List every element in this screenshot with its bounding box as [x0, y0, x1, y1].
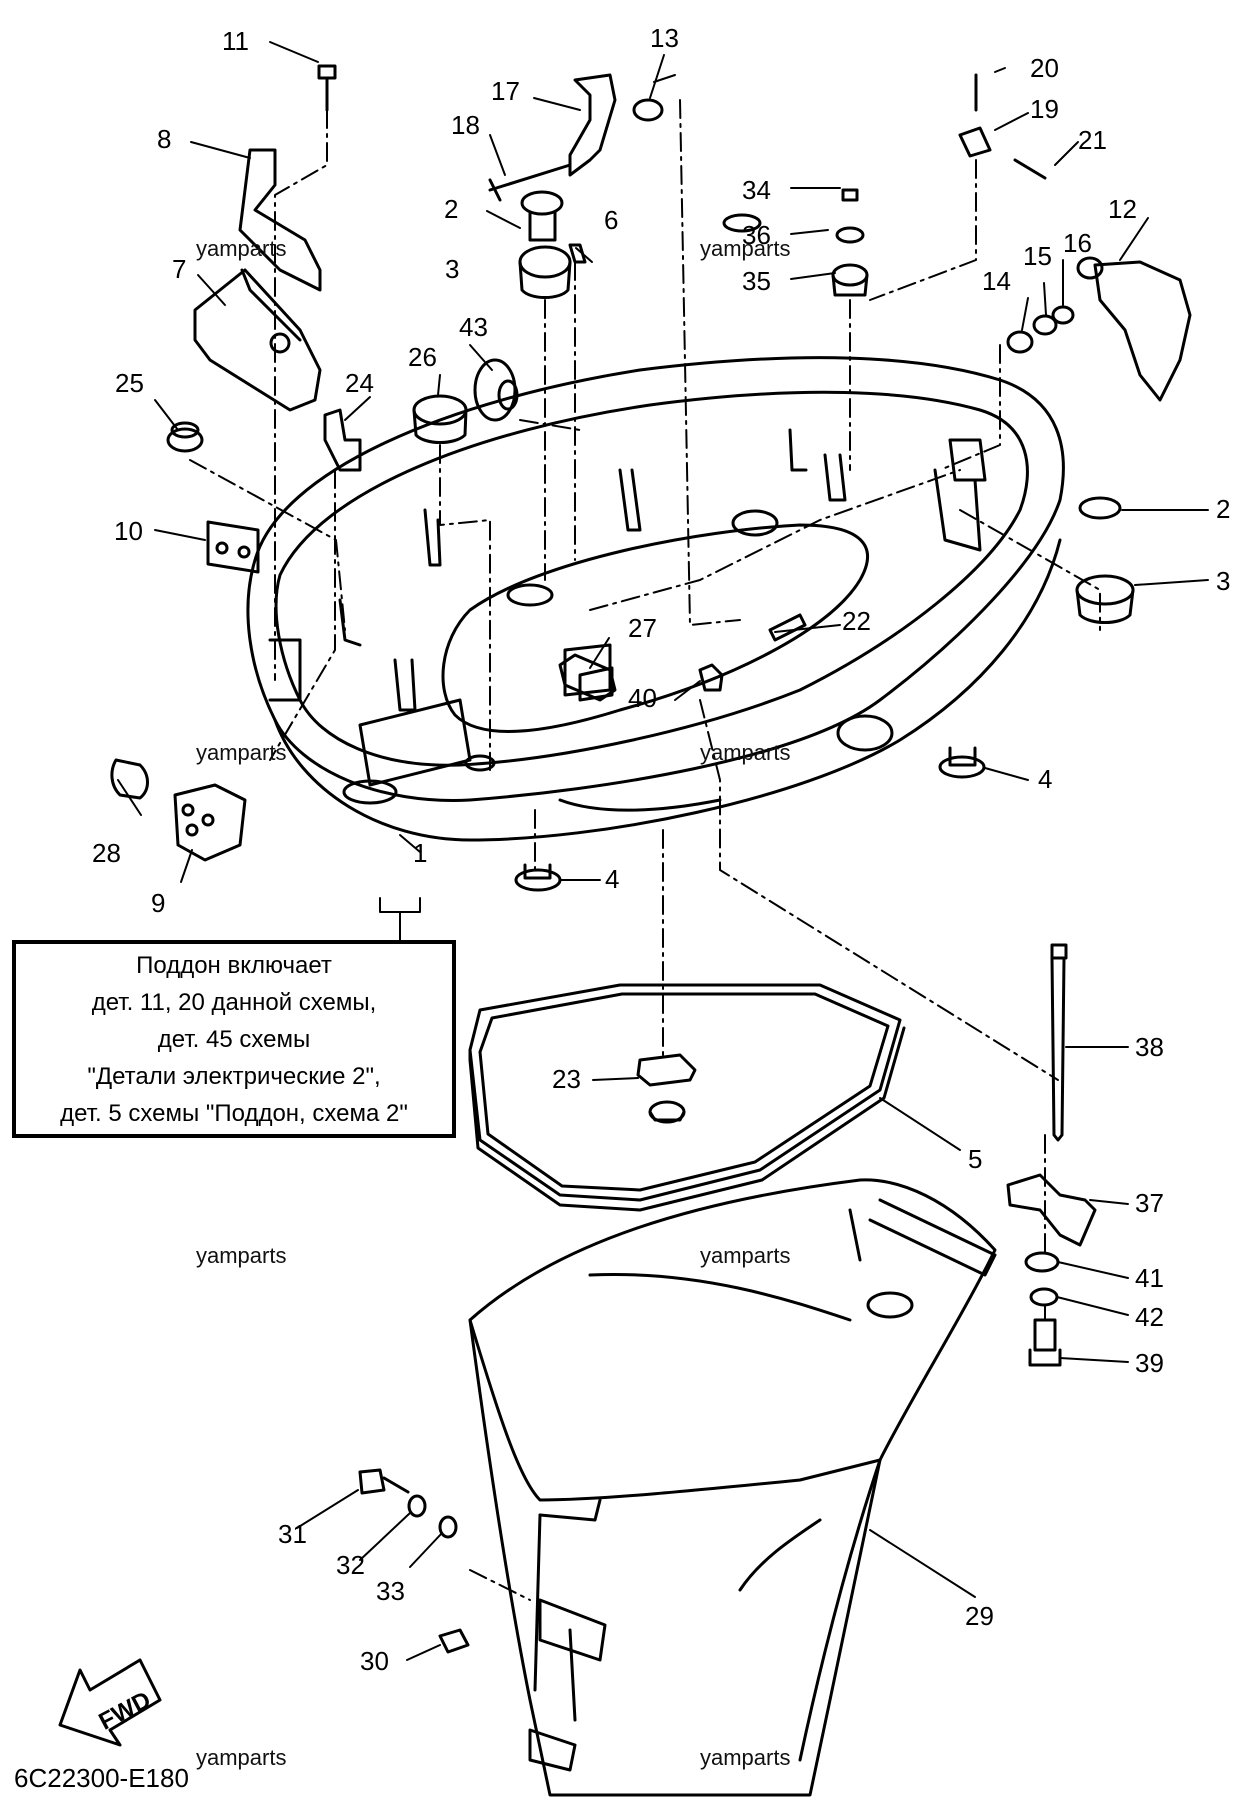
- watermark: yamparts: [196, 236, 286, 261]
- watermark: yamparts: [196, 1745, 286, 1770]
- callout-22: 22: [842, 606, 871, 636]
- tie-and-clip-parts: [1006, 943, 1097, 1367]
- fwd-label: FWD: [94, 1686, 155, 1735]
- callout-41: 41: [1135, 1263, 1164, 1293]
- callout-3-left: 3: [445, 254, 459, 284]
- leader-lines: [117, 41, 1209, 1661]
- callout-35: 35: [742, 266, 771, 296]
- callout-labels: 11 8 7 25 10 24 26 43 28 9 3 2 18 17 13 …: [92, 23, 1230, 1676]
- bracket-parts-left: [166, 64, 362, 574]
- watermarks: yamparts yamparts yamparts yamparts yamp…: [196, 236, 790, 1770]
- callout-23: 23: [552, 1064, 581, 1094]
- callout-4-left: 4: [605, 864, 619, 894]
- note-box: Поддон включает дет. 11, 20 данной схемы…: [12, 940, 456, 1138]
- callout-3-right: 3: [1216, 566, 1230, 596]
- callout-13: 13: [650, 23, 679, 53]
- callout-29: 29: [965, 1601, 994, 1631]
- callout-14: 14: [982, 266, 1011, 296]
- callout-39: 39: [1135, 1348, 1164, 1378]
- callout-42: 42: [1135, 1302, 1164, 1332]
- connector-parts-left: [110, 758, 247, 862]
- callout-31: 31: [278, 1519, 307, 1549]
- callout-4-right: 4: [1038, 764, 1052, 794]
- callout-24: 24: [345, 368, 374, 398]
- callout-15: 15: [1023, 241, 1052, 271]
- grommets-and-bolts: [412, 73, 1047, 702]
- bottom-cowling-pan: [246, 356, 1065, 842]
- note-line: Поддон включает: [136, 951, 332, 979]
- centre-lines: [189, 99, 1101, 1601]
- callout-12: 12: [1108, 194, 1137, 224]
- callout-32: 32: [336, 1550, 365, 1580]
- watermark: yamparts: [700, 1745, 790, 1770]
- callout-30: 30: [360, 1646, 389, 1676]
- callout-17: 17: [491, 76, 520, 106]
- seal-gasket: [468, 983, 906, 1212]
- callout-40: 40: [628, 683, 657, 713]
- callout-37: 37: [1135, 1188, 1164, 1218]
- lower-cowling-apron: [468, 1178, 997, 1797]
- callout-7: 7: [172, 254, 186, 284]
- callout-19: 19: [1030, 94, 1059, 124]
- watermark: yamparts: [700, 740, 790, 765]
- callout-34: 34: [742, 175, 771, 205]
- callout-6: 6: [604, 205, 618, 235]
- note-line: дет. 45 схемы: [157, 1025, 311, 1053]
- watermark: yamparts: [196, 740, 286, 765]
- note-line: "Детали электрические 2",: [87, 1062, 381, 1090]
- callout-8: 8: [157, 124, 171, 154]
- callout-16: 16: [1063, 228, 1092, 258]
- callout-2-left: 2: [444, 194, 458, 224]
- diagram-code: 6C22300-E180: [14, 1763, 189, 1793]
- watermark: yamparts: [700, 236, 790, 261]
- callout-33: 33: [376, 1576, 405, 1606]
- lever-parts-right: [938, 256, 1192, 779]
- callout-25: 25: [115, 368, 144, 398]
- callout-26: 26: [408, 342, 437, 372]
- callout-18: 18: [451, 110, 480, 140]
- callout-5: 5: [968, 1144, 982, 1174]
- callout-2-right: 2: [1216, 494, 1230, 524]
- watermark: yamparts: [196, 1243, 286, 1268]
- callout-27: 27: [628, 613, 657, 643]
- callout-9: 9: [151, 888, 165, 918]
- callout-43: 43: [459, 312, 488, 342]
- callout-38: 38: [1135, 1032, 1164, 1062]
- callout-10: 10: [114, 516, 143, 546]
- callout-21: 21: [1078, 125, 1107, 155]
- callout-11: 11: [222, 26, 249, 56]
- note-line: дет. 11, 20 данной схемы,: [91, 988, 377, 1016]
- apron-fasteners: [358, 1468, 470, 1654]
- watermark: yamparts: [700, 1243, 790, 1268]
- callout-20: 20: [1030, 53, 1059, 83]
- callout-36: 36: [742, 220, 771, 250]
- callout-28: 28: [92, 838, 121, 868]
- callout-1: 1: [413, 838, 427, 868]
- centre-small-parts: [514, 613, 807, 892]
- note-line: дет. 5 схемы "Поддон, схема 2": [60, 1099, 408, 1127]
- fwd-arrow-icon: [58, 1658, 162, 1747]
